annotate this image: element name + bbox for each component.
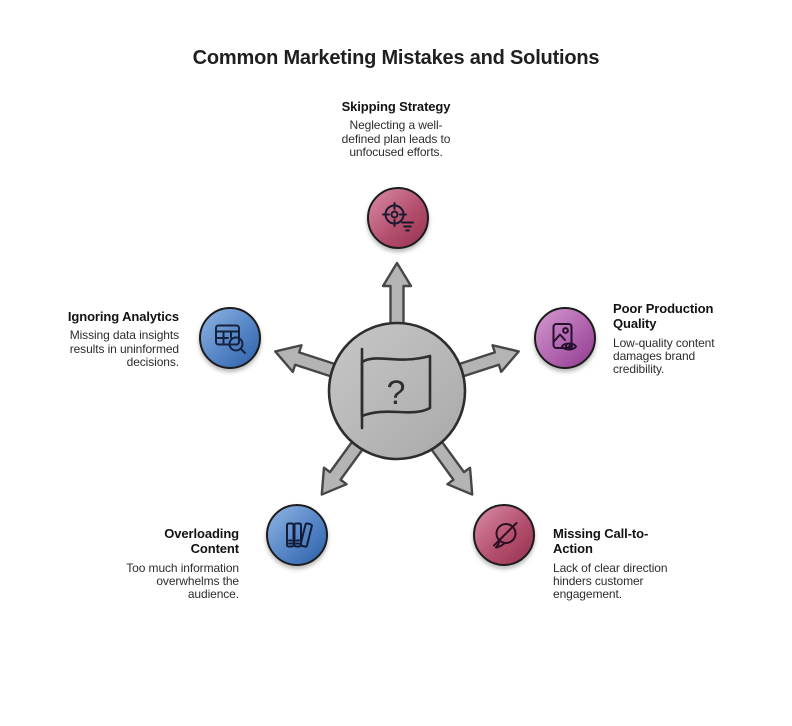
hub-arrows-graphic: ? [274,261,520,496]
missing-call-to-action-badge [473,504,535,566]
node-heading: Poor Production Quality [613,301,714,332]
table-search-icon [215,324,246,354]
node-description: Missing data insights results in uninfor… [69,328,179,369]
node-missing-call-to-action: Missing Call-to-Action Lack of clear dir… [553,526,713,601]
target-funnel-icon [382,202,414,232]
node-description: Too much information overwhelms the audi… [126,560,239,602]
node-heading: Skipping Strategy [341,99,451,114]
central-hub: ? [247,246,547,536]
image-eye-slash-icon [552,323,577,351]
books-icon [286,522,313,548]
node-poor-production-quality: Poor Production Quality Low-quality cont… [613,301,743,376]
node-ignoring-analytics: Ignoring Analytics Missing data insights… [40,309,179,369]
chat-bubble-slash-icon [493,522,518,549]
question-mark-glyph: ? [387,374,406,412]
node-skipping-strategy: Skipping Strategy Neglecting a well-defi… [310,99,482,159]
ignoring-analytics-badge [199,307,261,369]
node-overloading-content: Overloading Content Too much information… [69,526,239,601]
poor-production-quality-badge [534,307,596,369]
overloading-content-badge [266,504,328,566]
node-description: Low-quality content damages brand credib… [613,335,715,377]
node-heading: Overloading Content [164,526,239,557]
page-title: Common Marketing Mistakes and Solutions [192,47,600,69]
skipping-strategy-badge [367,187,429,249]
question-flag-icon [360,347,432,430]
node-description: Neglecting a well-defined plan leads to … [341,118,451,159]
node-heading: Missing Call-to-Action [553,526,649,557]
node-description: Lack of clear direction hinders customer… [553,560,668,602]
node-heading: Ignoring Analytics [67,309,179,324]
